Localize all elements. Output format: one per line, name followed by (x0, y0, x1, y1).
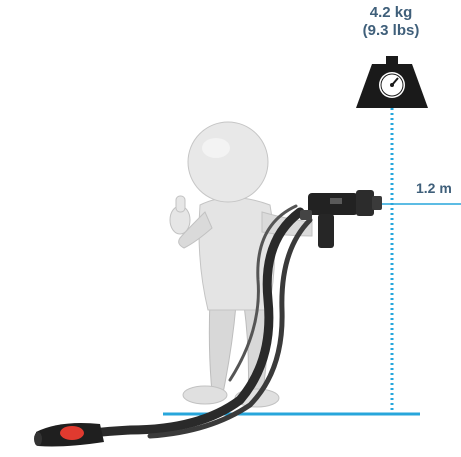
scale-icon (356, 56, 428, 108)
person-figure (170, 122, 312, 407)
